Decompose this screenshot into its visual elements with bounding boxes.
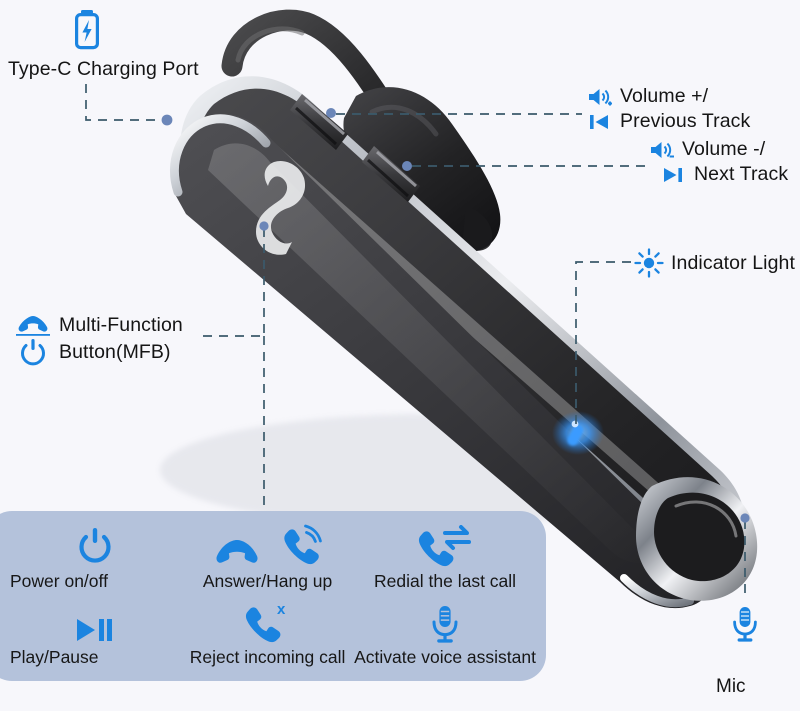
reject-call-icon: x bbox=[244, 601, 292, 645]
callout-label-volume-up-1: Volume +/ bbox=[620, 85, 709, 107]
legend-item-voice-assistant: Activate voice assistant bbox=[354, 595, 536, 671]
hang-up-icon bbox=[14, 312, 52, 338]
ringing-phone-icon bbox=[278, 523, 324, 569]
indicator-light-icon bbox=[634, 248, 664, 278]
callout-multi-function-button: Multi-Function Button(MFB) bbox=[14, 312, 183, 366]
callout-label-charging-port: Type-C Charging Port bbox=[8, 58, 199, 80]
callout-label-mic: Mic bbox=[716, 676, 746, 697]
legend-item-power: Power on/off bbox=[8, 519, 181, 595]
callout-volume-down: Volume -/ Next Track bbox=[648, 137, 788, 187]
legend-item-reject-call: x Reject incoming call bbox=[181, 595, 354, 671]
legend-label-reject-call: Reject incoming call bbox=[189, 647, 346, 667]
play-pause-icon bbox=[72, 615, 118, 645]
callout-volume-up: Volume +/ Previous Track bbox=[586, 84, 750, 134]
volume-down-icon bbox=[648, 138, 675, 162]
next-track-icon bbox=[660, 163, 687, 187]
volume-up-button bbox=[290, 94, 348, 150]
callout-label-volume-down-2: Next Track bbox=[694, 163, 789, 185]
hang-up-icon bbox=[212, 535, 262, 569]
legend-label-redial: Redial the last call bbox=[374, 571, 517, 591]
legend-label-play-pause: Play/Pause bbox=[10, 647, 99, 667]
legend-label-power: Power on/off bbox=[10, 571, 108, 591]
callout-mic bbox=[726, 604, 764, 649]
svg-text:x: x bbox=[277, 601, 286, 618]
legend-item-answer-hangup: Answer/Hang up bbox=[181, 519, 354, 595]
redial-phone-icon bbox=[417, 525, 473, 569]
power-icon bbox=[14, 338, 52, 366]
legend-label-voice-assistant: Activate voice assistant bbox=[354, 647, 536, 667]
microphone-icon bbox=[726, 604, 764, 644]
microphone-icon bbox=[426, 603, 464, 645]
legend-label-answer-hangup: Answer/Hang up bbox=[202, 571, 333, 591]
callout-label-volume-up-2: Previous Track bbox=[620, 110, 751, 132]
battery-charging-icon bbox=[70, 8, 199, 57]
legend-item-play-pause: Play/Pause bbox=[8, 595, 181, 671]
callout-label-mfb-2: Button(MFB) bbox=[59, 340, 171, 363]
mfb-phone-glyph bbox=[256, 160, 306, 255]
volume-down-button bbox=[362, 146, 420, 202]
previous-track-icon bbox=[586, 110, 613, 134]
callout-label-volume-down-1: Volume -/ bbox=[682, 138, 766, 160]
function-legend-panel: Power on/off bbox=[0, 511, 546, 681]
power-icon bbox=[74, 525, 116, 569]
volume-up-icon bbox=[586, 85, 613, 109]
callout-label-indicator-light: Indicator Light bbox=[671, 251, 795, 274]
callout-charging-port: Type-C Charging Port bbox=[8, 8, 199, 82]
callout-label-mfb-1: Multi-Function bbox=[59, 313, 183, 336]
legend-item-redial: Redial the last call bbox=[354, 519, 536, 595]
callout-indicator-light: Indicator Light bbox=[634, 248, 795, 278]
